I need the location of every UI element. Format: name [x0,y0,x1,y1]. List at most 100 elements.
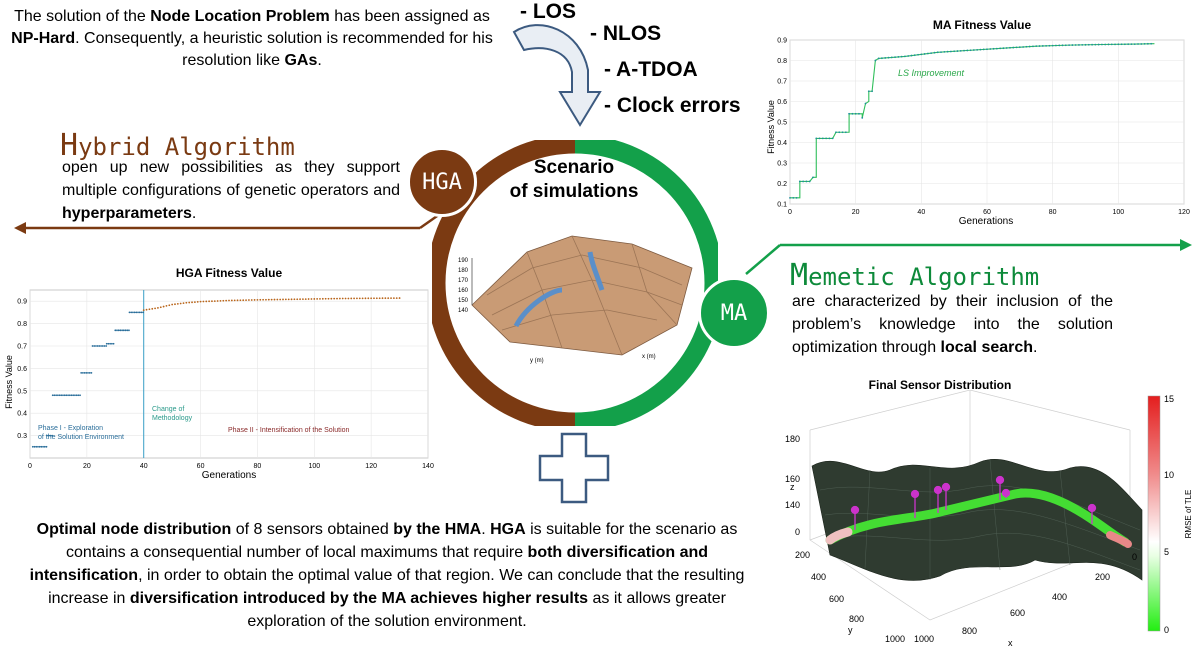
hga-change-label: Change of [152,406,184,413]
y-tick-label: 0.9 [17,299,27,306]
ma-point [904,55,906,58]
hga-point [55,394,58,397]
hga-point [211,300,213,303]
hga-ylabel: Fitness Value [4,355,14,409]
ma-point [1140,43,1143,45]
hga-point [133,311,136,314]
hga-point [65,394,68,397]
hga-point [299,298,301,301]
ma-ylabel: Fitness Value [766,100,776,154]
hga-point [91,345,94,347]
x-tick-label: 60 [983,209,991,216]
x-tick-label: 140 [422,463,434,470]
hga-point [119,329,122,332]
ma-point [1022,46,1025,48]
hga-point [336,297,338,300]
x-tick-label: 60 [197,463,205,470]
hga-point [253,299,256,301]
hga-point [83,371,86,374]
hga-point [33,445,36,448]
surface-z-tick: 140 [458,308,469,314]
ma-chart-title: MA Fitness Value [932,18,1032,32]
hga-point [193,301,196,303]
hga-point [353,297,355,300]
hga-point [58,394,61,397]
hga-point [230,299,233,302]
hga-point [302,298,304,301]
hga-point [171,303,174,306]
ma-point [1048,44,1051,47]
ma-point [979,48,982,51]
ma-point [1137,43,1139,45]
hga-point [142,311,145,314]
hga-point [290,298,293,301]
ma-point [1146,42,1149,45]
hga-point [296,298,299,301]
ma-point [1055,44,1057,47]
surface-y-label: y (m) [530,358,544,364]
hga-point [31,445,34,448]
surface-z-tick: 150 [458,298,469,304]
hga-point [364,297,367,300]
hga-point [95,345,97,347]
y-tick-label: 0.5 [777,120,787,127]
hga-chart-title: HGA Fitness Value [175,266,283,280]
ma-point [959,49,962,52]
hga-point [51,394,54,397]
hga-point [90,371,93,374]
sensor-z-tick: 180 [785,434,800,444]
x-tick-label: 20 [852,209,860,216]
hga-point [140,311,143,314]
hga-point [259,298,262,301]
sensor-y-tick: 0 [795,527,800,537]
hga-point [313,298,316,300]
sensor-x-tick: 400 [1052,592,1067,602]
sensor-z-tick: 160 [785,474,800,484]
ma-point [1009,46,1011,49]
hga-point [80,371,83,374]
surface-x-label: x (m) [642,354,656,360]
ma-point [1150,42,1153,45]
hga-phase1-label: Phase I - Exploration [38,425,103,432]
plot-frame [29,289,429,459]
ma-point [1127,43,1130,46]
sensor-distribution-chart: 180 160 140 z 0 200 400 600 800 1000 y 1… [785,390,1193,648]
hga-point [236,299,239,302]
hga-point [242,299,245,302]
ma-point [1143,42,1146,45]
ma-heading: Memetic Algorithm [790,258,1040,293]
sensor-y-label: y [848,625,853,635]
hga-point [287,298,290,301]
hga-point [202,300,205,303]
ma-point [1051,44,1054,47]
hga-point [330,297,333,300]
ma-point [1114,43,1116,46]
hga-point [321,297,324,300]
ma-point [969,49,972,52]
ma-point [1101,43,1103,46]
ma-point [1015,46,1018,49]
hga-point [350,297,353,300]
ma-point [864,102,867,105]
sensor-x-tick: 600 [1010,608,1025,618]
ma-point [953,50,956,53]
sensor-path [825,488,1130,547]
ma-point [818,137,821,140]
hga-badge: HGA [407,147,477,217]
terrain-surface [471,235,693,356]
hga-point [126,329,129,332]
hga-point [68,394,71,397]
hga-point [205,300,208,303]
hga-point [162,305,165,308]
ma-point [976,48,979,51]
x-tick-label: 40 [917,209,925,216]
ma-point [1120,43,1123,46]
ma-point [1061,44,1064,47]
hga-point [270,298,273,301]
hga-point [116,329,118,332]
hga-phase1-label-2: of the Solution Environment [38,434,124,441]
ma-point [844,131,847,134]
hga-point [213,300,216,302]
hga-point [67,394,69,397]
y-tick-label: 0.8 [17,321,27,328]
